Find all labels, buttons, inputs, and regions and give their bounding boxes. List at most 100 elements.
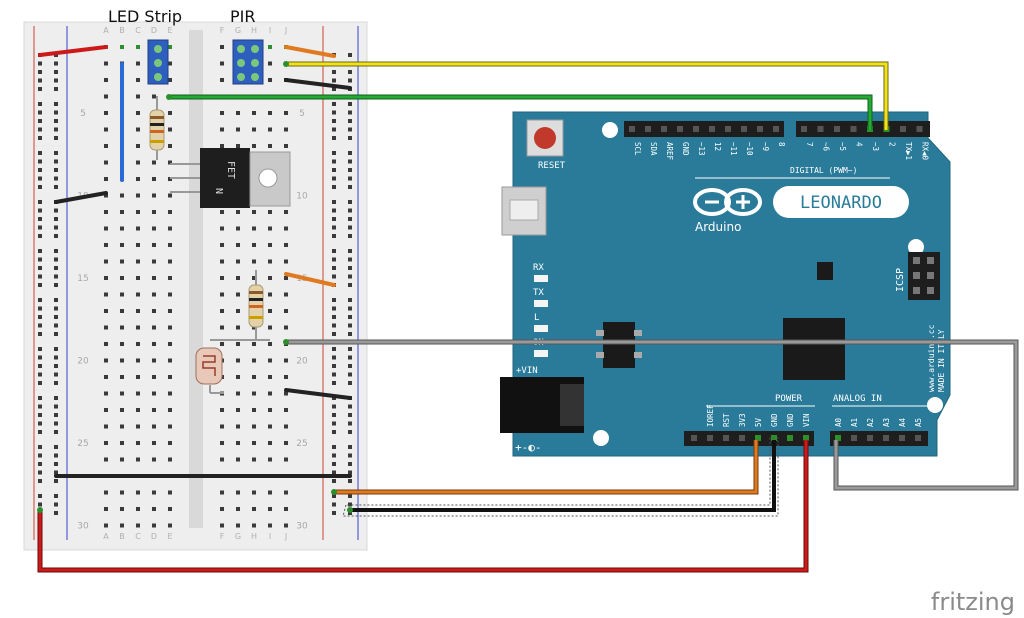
row-number: 25 <box>296 439 307 449</box>
rail-hole <box>332 470 336 475</box>
led-l-label: L <box>534 313 539 323</box>
digital-pin <box>709 126 715 132</box>
rail-hole <box>348 53 352 57</box>
row-number: 5 <box>299 109 305 119</box>
row-number: 30 <box>296 522 308 532</box>
led-strip-label: LED Strip <box>108 7 182 26</box>
rail-hole <box>38 136 42 140</box>
row-number: 5 <box>80 109 86 119</box>
breadboard-hole <box>152 358 156 363</box>
rail-hole <box>38 413 42 417</box>
column-letter: E <box>167 532 172 541</box>
column-letter: I <box>269 532 271 541</box>
breadboard-hole <box>168 210 172 214</box>
breadboard-hole <box>284 144 288 148</box>
rail-hole <box>54 176 58 181</box>
resistor-band <box>150 140 164 143</box>
breadboard-hole <box>252 210 256 214</box>
logo-ring-right <box>724 188 762 216</box>
rail-hole <box>38 364 42 368</box>
digital-pin <box>773 126 779 132</box>
rail-hole <box>54 413 58 417</box>
rail-hole <box>54 87 58 91</box>
main-mcu-chip <box>783 318 845 380</box>
led-rx <box>534 275 548 282</box>
rail-hole <box>54 347 58 351</box>
digital-pin <box>741 126 747 132</box>
rail-hole <box>348 306 352 311</box>
pir-pin <box>237 59 245 67</box>
analog-pin <box>915 435 921 441</box>
power-pin-label: 3V3 <box>738 413 747 427</box>
breadboard-hole <box>268 127 272 132</box>
breadboard-hole <box>136 226 140 231</box>
breadboard-hole <box>168 193 172 198</box>
rail-hole <box>348 372 352 377</box>
digital-pin-label: SCL <box>633 142 642 156</box>
digital-pin-label: AREF <box>665 142 674 161</box>
rail-hole <box>348 266 352 270</box>
column-letter: A <box>103 532 109 541</box>
rail-hole <box>54 136 58 140</box>
regulator-pin <box>596 352 604 358</box>
analog-pin <box>899 435 905 441</box>
rail-hole <box>332 249 336 253</box>
rail-hole <box>54 372 58 377</box>
rail-hole <box>38 332 42 336</box>
breadboard-hole <box>136 160 140 165</box>
analog-pin-label: A1 <box>850 418 859 427</box>
breadboard-hole <box>284 309 288 313</box>
rail-hole <box>38 200 42 204</box>
digital-pin-label: GND <box>681 142 690 156</box>
breadboard-hole <box>136 259 140 264</box>
breadboard-hole <box>284 375 288 379</box>
breadboard-hole <box>104 111 108 115</box>
pir-pin <box>237 45 245 53</box>
breadboard-hole <box>168 424 172 429</box>
power-pin-label: 5V <box>754 417 763 427</box>
breadboard-hole <box>284 391 288 396</box>
rail-hole <box>332 381 336 385</box>
jumper-orange <box>284 45 336 58</box>
power-pin <box>803 435 809 441</box>
analog-pin <box>835 435 841 441</box>
breadboard-hole <box>236 342 240 346</box>
breadboard-hole <box>104 276 108 280</box>
rail-hole <box>332 372 336 377</box>
breadboard-hole <box>136 111 140 115</box>
digital-pin-label: ~13 <box>697 142 706 156</box>
arduino-brand-text: Arduino <box>695 220 741 234</box>
breadboard-hole <box>252 441 256 445</box>
digital-pin <box>693 126 699 132</box>
digital-pin <box>677 126 683 132</box>
pir-connector <box>232 39 264 85</box>
rail-hole <box>332 119 336 123</box>
led-tx <box>534 300 548 307</box>
breadboard-hole <box>284 276 288 280</box>
power-pin <box>691 435 697 441</box>
breadboard-hole <box>152 94 156 99</box>
breadboard-hole <box>120 424 124 429</box>
rail-hole <box>38 225 42 230</box>
breadboard-hole <box>284 490 288 495</box>
breadboard-hole <box>236 144 240 148</box>
breadboard-hole <box>168 160 172 165</box>
breadboard-hole <box>220 243 224 247</box>
column-letter: E <box>167 26 172 35</box>
breadboard-hole <box>220 61 224 66</box>
breadboard-hole <box>152 292 156 297</box>
digital-pin <box>629 126 635 132</box>
breadboard-hole <box>236 457 240 462</box>
rail-hole <box>332 176 336 181</box>
breadboard-hole <box>120 243 124 247</box>
breadboard-hole <box>268 507 272 511</box>
model-label: LEONARDO <box>800 193 882 213</box>
analog-in-label: ANALOG IN <box>833 394 882 404</box>
breadboard-hole <box>236 309 240 313</box>
breadboard-hole <box>268 424 272 429</box>
breadboard-hole <box>284 424 288 429</box>
rail-hole <box>38 208 42 213</box>
breadboard-hole <box>168 144 172 148</box>
led-on <box>534 350 548 357</box>
